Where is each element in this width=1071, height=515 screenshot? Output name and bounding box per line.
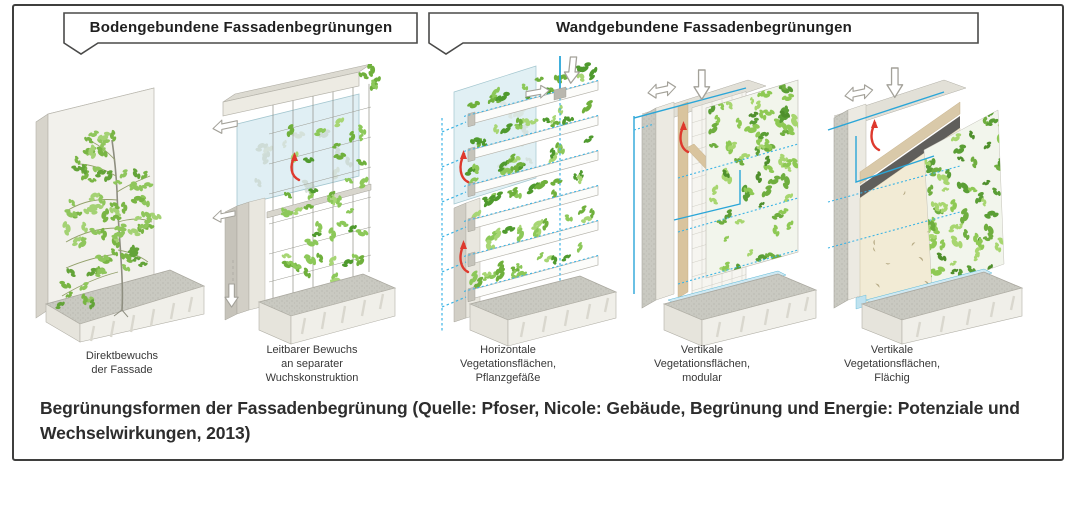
illustration-leitbarer-bewuchs xyxy=(211,61,406,349)
irrigation-line xyxy=(827,165,961,249)
caption-vertikale-flaechig: Vertikale Vegetationsflächen, Flächig xyxy=(843,344,941,384)
caption-direktbewuchs: Direktbewuchs der Fassade xyxy=(85,350,159,376)
header-banner-shape xyxy=(63,12,418,55)
water-supply-line xyxy=(827,91,945,183)
ground-block xyxy=(44,269,206,343)
planter-row xyxy=(464,97,599,163)
group-header-bodengebunden: Bodengebundene Fassadenbegrünungen xyxy=(63,12,419,58)
growth-direction-arrow-icon xyxy=(870,119,881,152)
ground-block xyxy=(257,273,397,345)
planter-row xyxy=(464,203,599,268)
top-beam xyxy=(222,63,372,117)
growth-direction-arrow-icon xyxy=(459,240,470,274)
airflow-arrow-icon xyxy=(886,67,904,99)
ground-block xyxy=(855,268,1024,345)
illustration-vertikale-modular xyxy=(628,52,823,347)
planter-rows xyxy=(463,59,601,303)
illustration-horizontale-vegetation xyxy=(430,52,625,347)
planter-row xyxy=(464,241,599,303)
caption-vertikale-modular: Vertikale Vegetationsflächen, modular xyxy=(653,344,751,384)
growth-direction-arrow-icon xyxy=(679,121,690,154)
glass-panel xyxy=(236,93,360,207)
caption-leitbarer-bewuchs: Leitbarer Bewuchs an separater Wuchskons… xyxy=(265,344,359,384)
waterproof-layer xyxy=(860,116,960,198)
illustration-direktbewuchs xyxy=(32,76,212,346)
planter-row xyxy=(464,168,599,233)
ground-block xyxy=(662,270,818,347)
ground-block xyxy=(468,275,618,347)
group-header-wandgebunden: Wandgebundene Fassadenbegrünungen xyxy=(428,12,980,58)
vegetation-layer xyxy=(923,109,1005,291)
header-banner-shape xyxy=(428,12,979,55)
illustration-vertikale-flaechig xyxy=(826,52,1031,347)
group-header-label: Bodengebundene Fassadenbegrünungen xyxy=(89,19,393,36)
substrate-layer xyxy=(677,101,689,299)
airflow-arrow-icon xyxy=(844,82,874,104)
trellis xyxy=(268,83,372,298)
airflow-arrow-icon xyxy=(212,116,238,136)
water-supply-line xyxy=(553,56,567,101)
climbing-plant xyxy=(53,128,164,318)
vegetation-panel xyxy=(705,79,799,279)
irrigation-line xyxy=(633,123,799,285)
growth-direction-arrow-icon xyxy=(290,152,301,182)
airflow-arrow-icon xyxy=(647,79,677,101)
planter-row xyxy=(463,133,599,198)
group-header-label: Wandgebundene Fassadenbegrünungen xyxy=(555,19,853,36)
water-supply-line xyxy=(633,87,747,294)
ground-hatch xyxy=(89,296,194,342)
growth-direction-arrow-icon xyxy=(459,150,470,184)
caption-horizontale-vegetation: Horizontale Vegetationsflächen, Pflanzge… xyxy=(459,344,557,384)
figure-source-caption: Begrünungsformen der Fassadenbegrünung (… xyxy=(40,398,1020,443)
mid-rail xyxy=(266,183,372,219)
